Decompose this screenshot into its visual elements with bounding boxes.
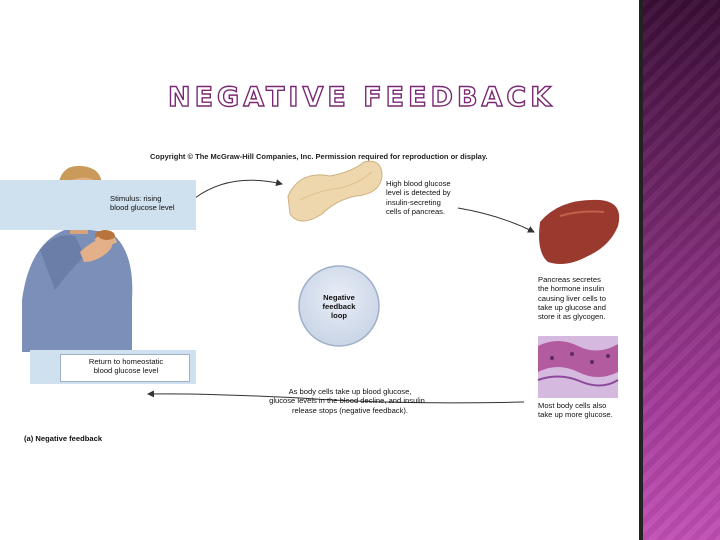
glucose-decline-text: As body cells take up blood glucose, glu… [250,387,450,415]
loop-label-line-3: loop [330,311,348,321]
cells-text-line-1: Most body cells also [538,401,607,410]
liver-text-line-2: the hormone insulin [538,284,605,294]
pancreas-text-line-1: High blood glucose [386,179,451,188]
liver-illustration [539,199,620,264]
stimulus-line-2: blood glucose level [110,203,175,213]
liver-text-line-5: store it as glycogen. [538,312,606,321]
pancreas-illustration [287,160,383,222]
return-homeostasis-box: Return to homeostatic blood glucose leve… [30,350,196,384]
body-cells-illustration [537,336,619,398]
figure-caption: (a) Negative feedback [24,434,103,443]
insulin-secretion-text: Pancreas secretes the hormone insulin ca… [538,275,606,321]
decline-text-line-3: release stops (negative feedback). [291,405,409,415]
pancreas-text-line-3: insulin-secreting [386,197,441,207]
decline-text-line-1: As body cells take up blood glucose, [288,387,412,396]
return-line-1: Return to homeostatic [88,357,164,366]
liver-text-line-4: take up glucose and [538,302,606,312]
liver-text-line-1: Pancreas secretes [538,275,601,284]
sidebar-edge [639,0,643,540]
arrow-stimulus-to-pancreas [194,179,283,199]
arrow-decline-to-return [147,390,525,404]
decline-text-line-2: glucose levels in the blood decline, and… [269,396,425,406]
body-cells-text: Most body cells also take up more glucos… [538,401,613,420]
slide-title: NEGATIVE FEEDBACK [167,81,556,113]
loop-label-line-2: feedback [322,302,356,312]
pancreas-text-line-2: level is detected by [386,188,451,198]
stimulus-box: Stimulus: rising blood glucose level [0,180,196,230]
pancreas-detection-text: High blood glucose level is detected by … [386,179,451,216]
liver-text-line-3: causing liver cells to [538,293,606,303]
copyright-notice: Copyright © The McGraw-Hill Companies, I… [150,152,488,161]
cells-text-line-2: take up more glucose. [538,410,613,420]
loop-label-line-1: Negative [323,293,355,302]
pancreas-text-line-4: cells of pancreas. [386,206,446,216]
stimulus-line-1: Stimulus: rising [110,194,162,203]
negative-feedback-loop-label: Negative feedback loop [302,293,376,320]
feedback-loop-circle [298,265,380,347]
arrow-pancreas-to-liver [457,207,535,233]
decorative-sidebar [643,0,720,540]
return-line-2: blood glucose level [93,366,159,376]
